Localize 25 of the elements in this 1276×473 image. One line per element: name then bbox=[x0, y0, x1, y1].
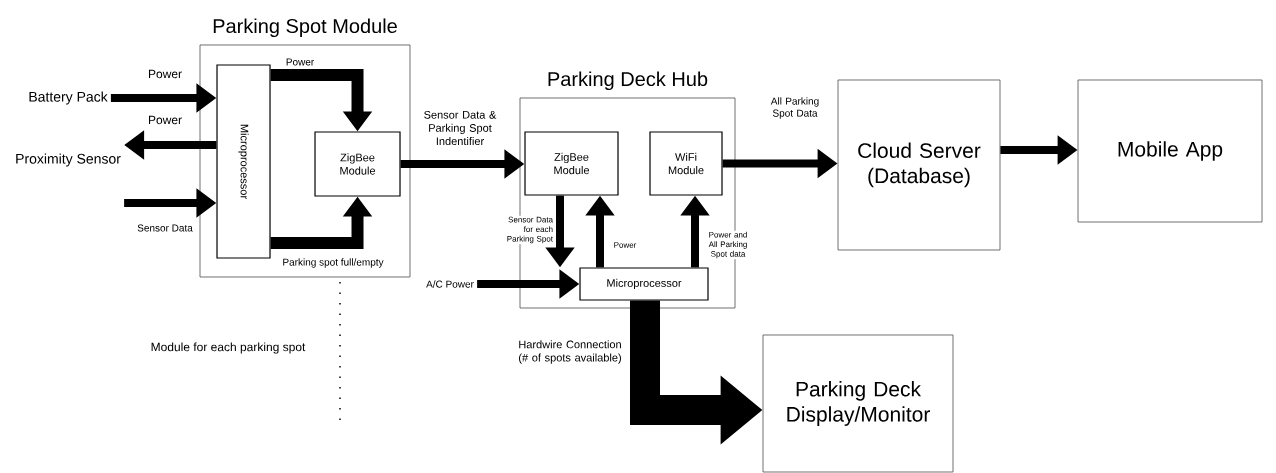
edge-label: Sensor Data bbox=[136, 223, 194, 233]
edge-label: Power bbox=[147, 114, 183, 126]
component-box: ZigBee Module bbox=[524, 131, 619, 196]
component-box: ZigBee Module bbox=[314, 131, 401, 197]
edge-label: Hardwire Connection (# of spots available) bbox=[511, 339, 629, 365]
component-box: Microprocessor bbox=[579, 267, 709, 301]
note-label: Module for each parking spot bbox=[151, 342, 306, 354]
edge-label: Power bbox=[612, 241, 638, 249]
edge-label: Parking spot full/empty bbox=[281, 257, 385, 269]
edge-label: Power bbox=[284, 57, 316, 67]
component-box: Mobile App bbox=[1077, 79, 1263, 223]
edge-label: Sensor Data for each Parking Spot bbox=[500, 215, 554, 245]
source-label: A/C Power bbox=[426, 280, 474, 288]
source-label: Battery Pack bbox=[29, 91, 108, 105]
node-label: Parking Spot Module bbox=[213, 18, 397, 38]
source-label: Proximity Sensor bbox=[16, 153, 121, 167]
edge-label: All Parking Spot Data bbox=[764, 96, 826, 120]
processor-box: Microprocessor bbox=[216, 64, 271, 259]
edge-label: Power bbox=[147, 68, 183, 80]
node-label: Parking Deck Hub bbox=[548, 71, 708, 91]
component-box: Cloud Server (Database) bbox=[837, 79, 1001, 251]
edge-label: Power and All Parking Spot data bbox=[699, 230, 757, 260]
component-box: Parking Deck Display/Monitor bbox=[762, 334, 954, 473]
component-box: WiFi Module bbox=[649, 131, 723, 196]
edge-label: Sensor Data & Parking Spot Indentifier bbox=[416, 109, 504, 147]
